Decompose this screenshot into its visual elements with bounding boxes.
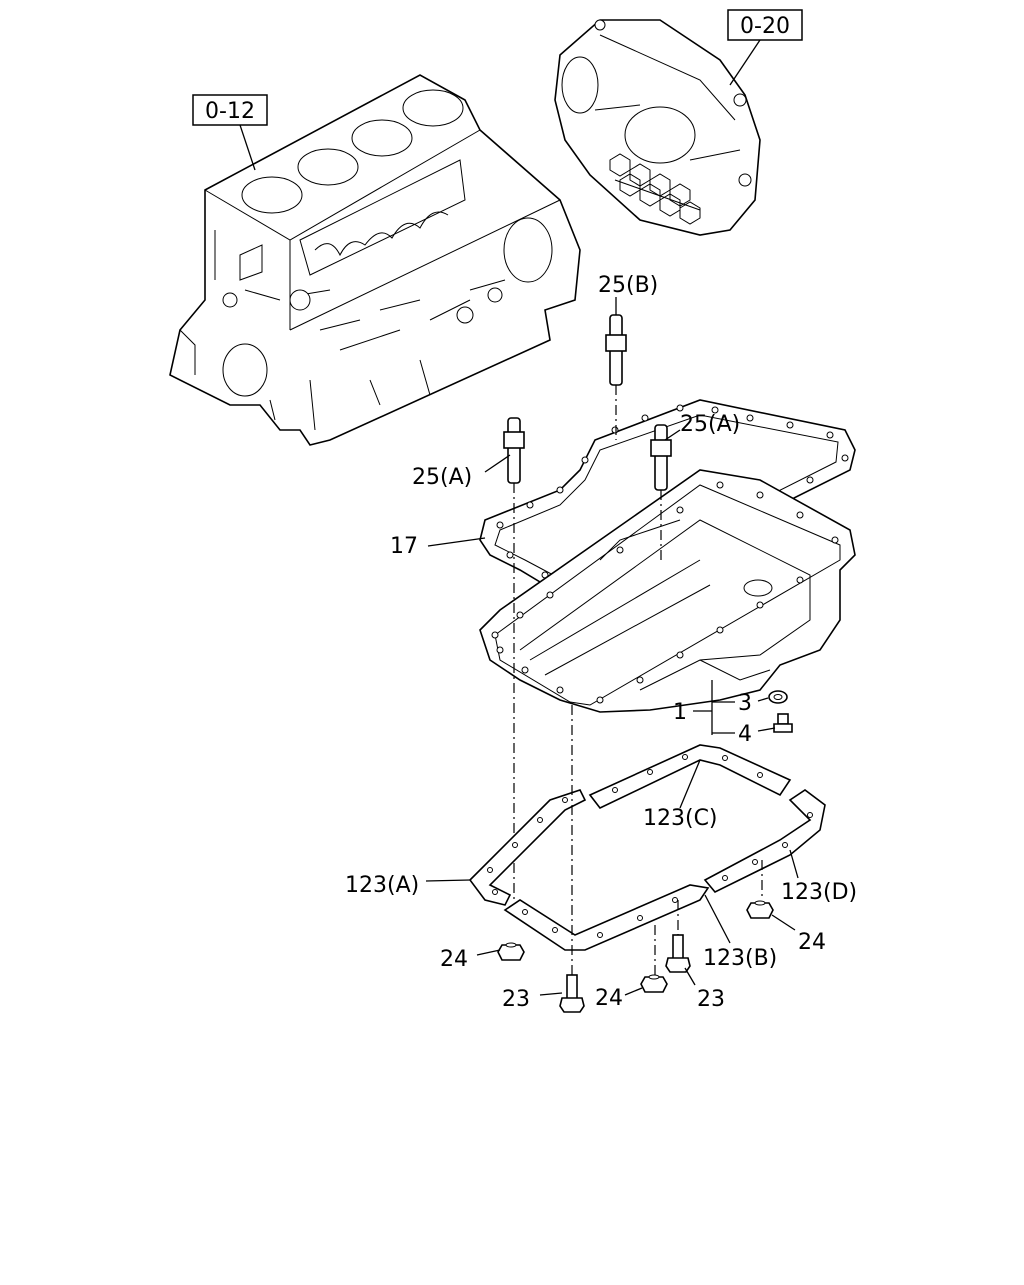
callout-25b: 25(B) [598,273,658,298]
flywheel-housing [554,19,761,236]
reference-label-flywheel-housing: 0-20 [740,14,790,39]
oil-pan [479,469,856,713]
callout-1: 1 [673,700,687,725]
leader-lines [425,297,799,996]
nut-24-bottom [640,974,668,993]
callout-123c: 123(C) [643,806,718,831]
callout-123d: 123(D) [781,880,857,905]
callout-23-left: 23 [502,987,530,1012]
stud-25a-left [503,417,525,900]
cylinder-block [169,74,581,446]
callout-123a: 123(A) [345,873,419,898]
drain-plug-4 [773,713,793,733]
callout-17: 17 [390,534,418,559]
stud-25b [605,314,627,440]
reference-label-block: 0-12 [205,99,255,124]
gasket-123c [588,744,792,810]
callout-25a-left: 25(A) [412,465,472,490]
callout-4: 4 [738,722,752,747]
callout-123b: 123(B) [703,946,777,971]
bolt-23-left [559,974,585,1013]
callout-24-bottom: 24 [595,986,623,1011]
gasket-123a [468,789,587,906]
callout-24-right: 24 [798,930,826,955]
bolt-23-right [665,934,691,973]
callout-3: 3 [738,691,752,716]
callout-23-right: 23 [697,987,725,1012]
reference-0-12: 0-12 [192,94,268,171]
flywheel-housing-ribs [609,153,701,225]
nut-24-left [497,942,525,961]
gasket-123d [703,789,826,893]
reference-0-20: 0-20 [727,9,803,86]
nut-24-right [746,900,774,919]
washer-3 [768,690,788,704]
callout-25a-right: 25(A) [680,412,740,437]
callout-24-left: 24 [440,947,468,972]
stud-25a-right [650,424,672,560]
